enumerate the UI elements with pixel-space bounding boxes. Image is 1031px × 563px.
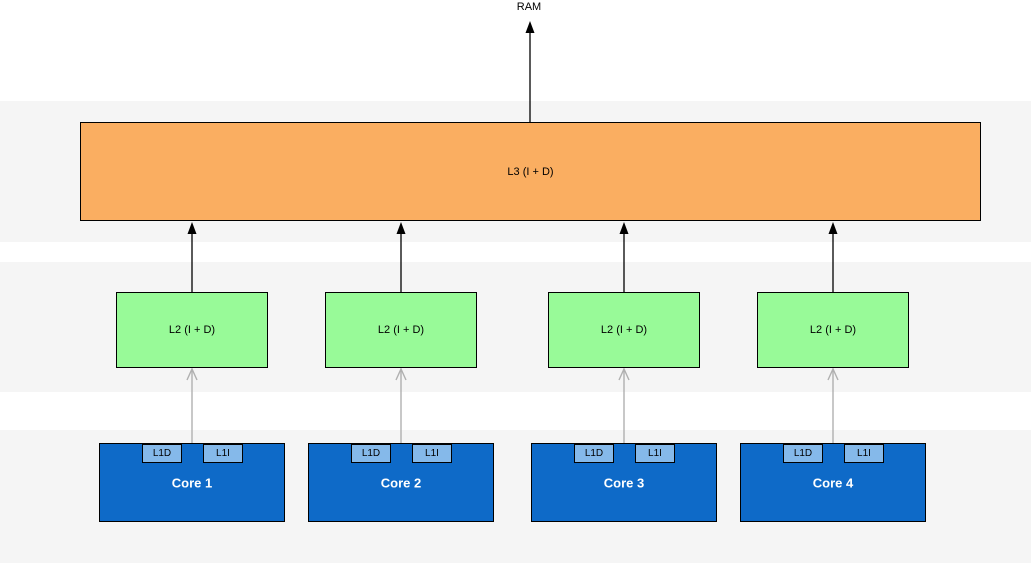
l1i-cache-label: L1I <box>857 448 871 459</box>
core-label: Core 3 <box>603 475 645 490</box>
l1d-cache-node: L1D <box>142 444 182 463</box>
ram-label: RAM <box>516 1 542 13</box>
l2-cache-node-3: L2 (I + D) <box>548 292 700 368</box>
l2-cache-label: L2 (I + D) <box>809 324 857 336</box>
l1d-cache-label: L1D <box>361 448 381 459</box>
l1d-cache-node: L1D <box>574 444 614 463</box>
l2-cache-node-1: L2 (I + D) <box>116 292 268 368</box>
l1i-cache-label: L1I <box>216 448 230 459</box>
core-node-4: L1D L1I Core 4 <box>740 443 926 522</box>
l1i-cache-label: L1I <box>648 448 662 459</box>
l2-cache-node-2: L2 (I + D) <box>325 292 477 368</box>
l1d-cache-label: L1D <box>152 448 172 459</box>
l2-cache-label: L2 (I + D) <box>600 324 648 336</box>
l2-cache-label: L2 (I + D) <box>168 324 216 336</box>
core-node-2: L1D L1I Core 2 <box>308 443 494 522</box>
l1d-cache-node: L1D <box>351 444 391 463</box>
l1d-cache-label: L1D <box>793 448 813 459</box>
core-label: Core 1 <box>171 475 213 490</box>
core-node-3: L1D L1I Core 3 <box>531 443 717 522</box>
l1i-cache-node: L1I <box>635 444 675 463</box>
l1i-cache-node: L1I <box>412 444 452 463</box>
l1i-cache-node: L1I <box>844 444 884 463</box>
l1d-cache-label: L1D <box>584 448 604 459</box>
l1i-cache-node: L1I <box>203 444 243 463</box>
l1i-cache-label: L1I <box>425 448 439 459</box>
l2-cache-label: L2 (I + D) <box>377 324 425 336</box>
core-label: Core 2 <box>380 475 422 490</box>
l3-cache-label: L3 (I + D) <box>507 165 554 178</box>
l3-cache-node: L3 (I + D) <box>80 122 981 221</box>
l1d-cache-node: L1D <box>783 444 823 463</box>
l2-cache-node-4: L2 (I + D) <box>757 292 909 368</box>
core-label: Core 4 <box>812 475 854 490</box>
core-node-1: L1D L1I Core 1 <box>99 443 285 522</box>
